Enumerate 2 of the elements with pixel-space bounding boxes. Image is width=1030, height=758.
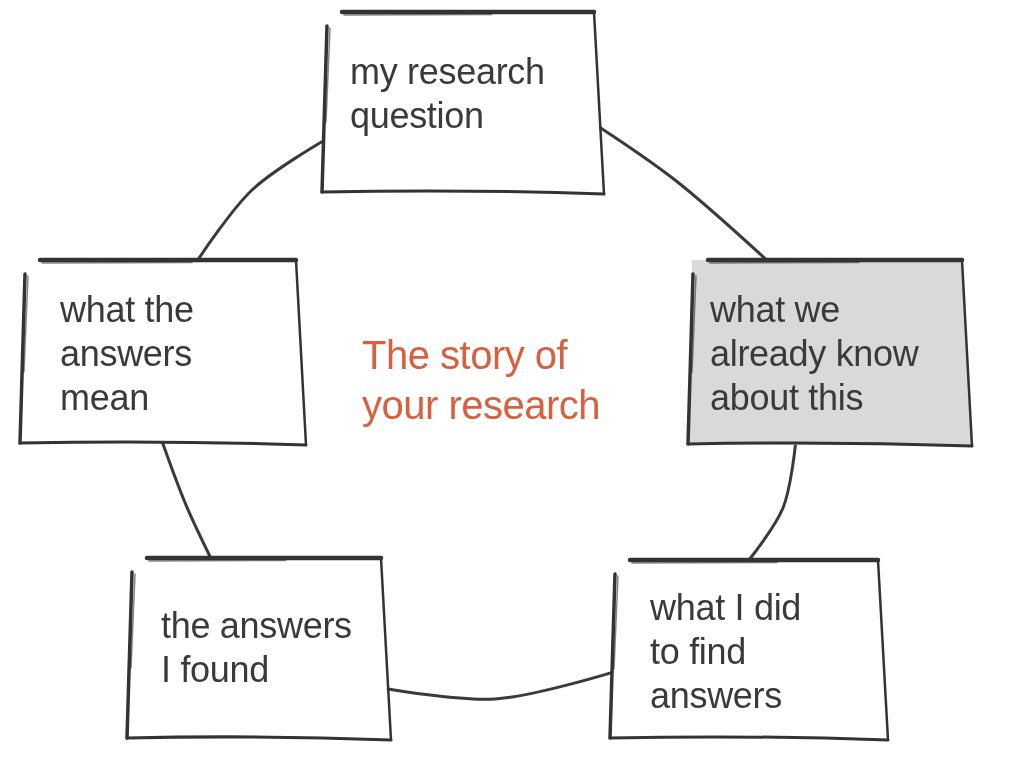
diagram-title: The story of your research — [362, 332, 602, 429]
connector-line — [386, 671, 613, 701]
